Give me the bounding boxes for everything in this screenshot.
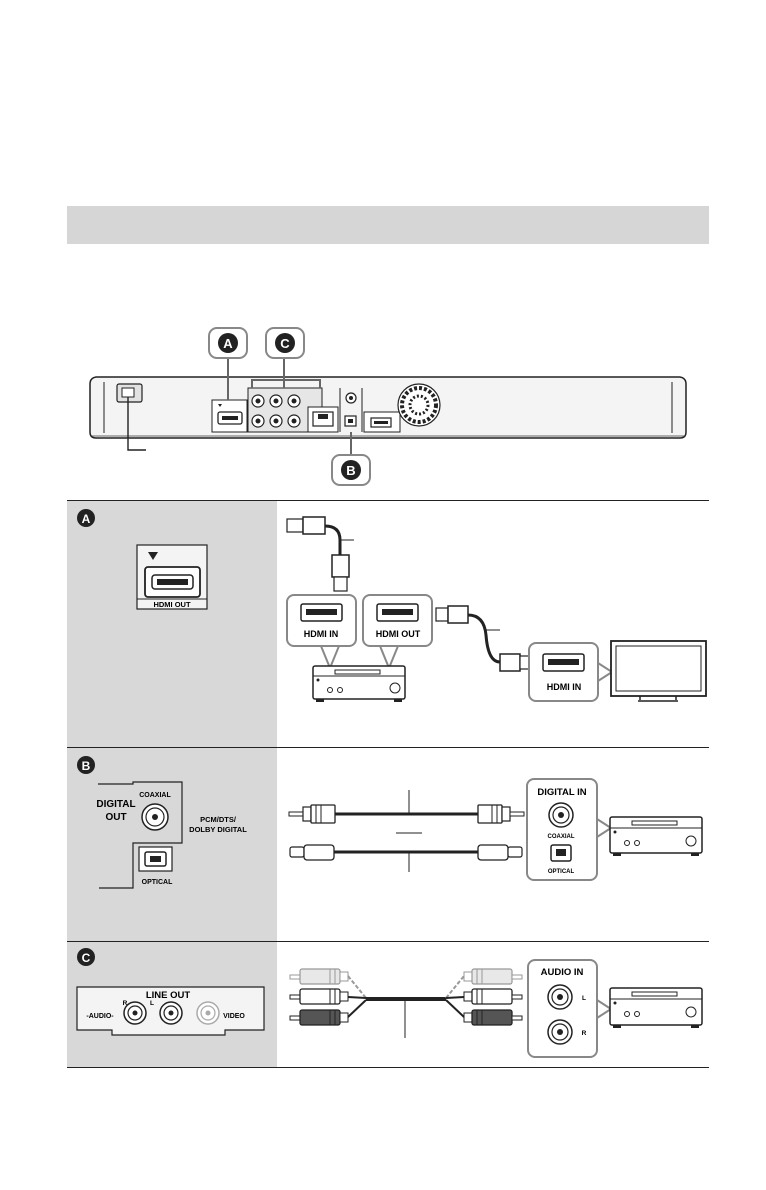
- section-c-marker-label: C: [82, 951, 91, 965]
- pcm-label-1: PCM/DTS/: [200, 815, 237, 824]
- digital-out-label-1: DIGITAL: [96, 799, 135, 810]
- tv: [610, 640, 707, 702]
- callout-c: [275, 333, 295, 353]
- tv-hdmi-in-box: [528, 642, 599, 702]
- rule-ab: [67, 747, 709, 748]
- tv-hdmi-in-label: HDMI IN: [547, 682, 582, 692]
- receiver-hdmi-out-label: HDMI OUT: [376, 629, 421, 639]
- av-receiver-b: [609, 816, 703, 856]
- rule-top: [67, 500, 709, 501]
- audio-in-label: AUDIO IN: [541, 967, 584, 978]
- digital-out-closeup: DIGITAL OUT COAXIAL PCM/DTS/ DOLBY DIGIT…: [96, 781, 247, 889]
- section-b-marker: [77, 756, 95, 774]
- section-c-marker: [77, 948, 95, 966]
- section-a-marker-label: A: [82, 512, 91, 526]
- l-label: L: [150, 1000, 154, 1007]
- hdmi-cable-player: [286, 516, 354, 592]
- coaxial-label: COAXIAL: [139, 792, 171, 799]
- amplifier-audio-in-box: AUDIO IN L R: [527, 959, 598, 1058]
- callout-c-label: C: [280, 336, 290, 351]
- hdmi-cable-tv: [435, 605, 533, 672]
- optical-cable: [289, 844, 523, 861]
- hdmi-out-closeup: HDMI OUT: [136, 544, 208, 610]
- power-cord: [127, 397, 146, 451]
- amplifier-digital-in-box: DIGITAL IN COAXIAL OPTICAL: [526, 778, 598, 881]
- panel-b: [67, 748, 277, 941]
- audio-label: -AUDIO-: [86, 1013, 114, 1020]
- coaxial-cable: [288, 804, 525, 824]
- callout-a-label: A: [223, 336, 233, 351]
- rule-bottom: [67, 1067, 709, 1068]
- digital-out-label-2: OUT: [105, 812, 126, 823]
- digital-in-label: DIGITAL IN: [537, 787, 586, 798]
- section-a-marker: [77, 509, 95, 527]
- section-b-marker-label: B: [82, 759, 91, 773]
- player-rear-panel: [89, 376, 687, 451]
- hdmi-out-port-label: HDMI OUT: [153, 600, 190, 609]
- line-out-label: LINE OUT: [146, 990, 191, 1001]
- optical-label: OPTICAL: [142, 879, 173, 886]
- amp-optical-label: OPTICAL: [548, 869, 575, 875]
- callout-b-label: B: [346, 463, 355, 478]
- video-label: VIDEO: [223, 1013, 245, 1020]
- receiver-hdmi-in-label: HDMI IN: [304, 629, 339, 639]
- audio-in-r-label: R: [582, 1030, 587, 1037]
- section-header-banner: [67, 206, 709, 244]
- amp-coaxial-label: COAXIAL: [548, 834, 575, 840]
- av-receiver-a: [312, 665, 406, 702]
- r-label: R: [123, 1000, 128, 1007]
- rca-audio-cable: [289, 968, 523, 1026]
- callout-b: [341, 460, 361, 480]
- audio-in-l-label: L: [582, 995, 586, 1002]
- rule-bc: [67, 941, 709, 942]
- panel-a: [67, 501, 277, 747]
- av-receiver-c: [609, 987, 703, 1028]
- callout-a: [218, 333, 238, 353]
- player-fan-vent: [397, 383, 441, 427]
- line-out-closeup: LINE OUT -AUDIO- R L VIDEO: [76, 986, 265, 1036]
- pcm-label-2: DOLBY DIGITAL: [189, 825, 247, 834]
